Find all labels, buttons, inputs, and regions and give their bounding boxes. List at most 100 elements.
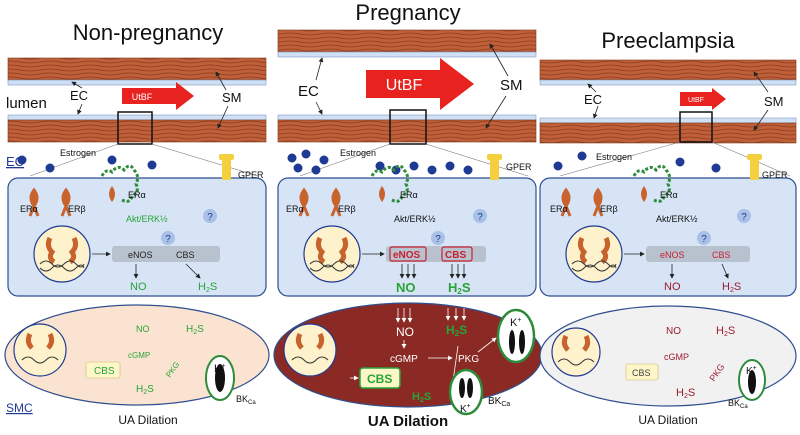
no-label: NO: [130, 281, 147, 293]
sm-label: SM: [764, 94, 784, 109]
svg-text:K+: K+: [460, 403, 471, 415]
gper-receptor: GPER: [219, 154, 264, 180]
receptor-erb: ERβ: [592, 187, 618, 217]
smc-h2s-2: H2S: [676, 387, 695, 400]
estrogen-dots: [17, 155, 157, 173]
unknown-node-2: [161, 231, 175, 245]
bkca-label: BKCa: [728, 398, 748, 410]
ec-label: EC: [70, 88, 88, 103]
smc-cbs-box: [625, 363, 659, 381]
dilation-label: UA Dilation: [118, 413, 177, 427]
smc-no-label: NO: [396, 325, 414, 339]
membrane-era: ERα: [370, 164, 418, 203]
akt-label: Akt/ERK½: [126, 214, 168, 224]
no-label: NO: [664, 281, 681, 293]
zoom-box: [679, 111, 713, 143]
svg-text:?: ?: [207, 212, 213, 223]
unknown-node: ?: [477, 212, 483, 223]
svg-text:?: ?: [165, 234, 171, 245]
nucleus: [33, 225, 91, 283]
zoom-line-right: [151, 143, 259, 177]
enzyme-bar: [646, 246, 750, 262]
estrogen-label: Estrogen: [340, 148, 376, 158]
svg-text:K+: K+: [746, 365, 757, 377]
k-plus-superscript: +: [467, 403, 471, 410]
svg-text:CBS: CBS: [367, 372, 392, 386]
h2s-label: H2S: [448, 280, 471, 296]
unknown-node-2: ?: [435, 234, 441, 245]
svg-text:GPER: GPER: [762, 170, 788, 180]
dilation-label: UA Dilation: [638, 413, 697, 427]
svg-text:ERα: ERα: [660, 190, 678, 200]
smc-h2s-label: H2S: [186, 324, 204, 336]
enos-label: eNOS: [660, 250, 685, 260]
h2s-label: H2S: [198, 281, 217, 294]
bkca-label: BKCa: [236, 394, 256, 406]
vessel-wall-top: [539, 59, 797, 86]
cbs-label: CBS: [712, 250, 731, 260]
svg-text:ERα: ERα: [550, 204, 568, 214]
estrogen-label: Estrogen: [60, 148, 96, 158]
estrogen-dots: [553, 151, 721, 173]
zoom-line-left: [29, 143, 119, 177]
smc-nucleus: [283, 323, 337, 377]
k-plus-superscript: +: [753, 365, 757, 372]
nucleus: [303, 225, 361, 283]
svg-text:ERα: ERα: [286, 204, 304, 214]
sm-label: SM: [500, 77, 523, 94]
panel-nonpregnancy: Non-pregnancy lumen EC SM UtBF EC Estrog…: [4, 20, 270, 427]
vessel-wall-top: [277, 29, 537, 58]
zoom-box: [389, 109, 427, 145]
svg-text:GPER: GPER: [506, 162, 532, 172]
utbf-label: UtBF: [688, 97, 704, 104]
ec-label: EC: [584, 92, 602, 107]
panel-title: Preeclampsia: [601, 28, 735, 53]
membrane-era: ERα: [100, 164, 146, 203]
smc-h2s-label: H2S: [716, 325, 735, 338]
sm-label: SM: [222, 90, 242, 105]
estrogen-label: Estrogen: [596, 152, 632, 162]
nucleus: [565, 225, 623, 283]
svg-text:ERα: ERα: [400, 190, 418, 200]
smc-nucleus: [13, 323, 67, 377]
smc-no-label: NO: [666, 326, 681, 337]
utbf-label: UtBF: [132, 92, 153, 102]
smc-nucleus: [551, 327, 601, 377]
lumen-label: lumen: [6, 95, 47, 112]
cbs-label: CBS: [445, 250, 466, 261]
gper-receptor: GPER: [747, 154, 788, 180]
akt-label: Akt/ERK½: [656, 214, 698, 224]
dilation-label: UA Dilation: [368, 413, 448, 430]
unknown-node: ?: [741, 212, 747, 223]
receptor-era: ERα: [550, 187, 572, 217]
panel-pregnancy: Pregnancy EC SM UtBF Estrogen: [273, 0, 543, 430]
bkca-channel-top: K+: [496, 308, 536, 364]
smc-h2s-2: H2S: [136, 384, 154, 396]
bkca-channel: K+: [738, 359, 766, 401]
enzyme-bar: [112, 246, 220, 262]
bkca-label: BKCa: [488, 396, 510, 408]
cgmp-label: cGMP: [664, 352, 689, 362]
utbf-arrow: UtBF: [680, 88, 726, 110]
white-arrows: [350, 308, 497, 389]
svg-text:CBS: CBS: [94, 366, 115, 377]
svg-text:K+: K+: [214, 363, 225, 375]
utbf-arrow: UtBF: [122, 82, 194, 110]
svg-text:ERα: ERα: [128, 190, 146, 200]
smc-h2s-2: H2S: [412, 391, 431, 404]
panel-title: Pregnancy: [355, 0, 460, 25]
svg-text:ERβ: ERβ: [338, 204, 356, 214]
receptor-erb: ERβ: [330, 187, 356, 217]
smc-no-label: NO: [136, 324, 150, 334]
svg-text:CBS: CBS: [632, 368, 651, 378]
smc-cbs-box: [85, 361, 121, 379]
enos-label: eNOS: [128, 250, 153, 260]
bkca-channel: K+: [205, 355, 235, 401]
panel-preeclampsia: Preeclampsia EC SM UtBF Estrogen: [539, 28, 797, 427]
zoom-box: [117, 111, 153, 145]
smc-cell: [4, 304, 270, 406]
gper-receptor: GPER: [487, 154, 532, 180]
svg-text:ERβ: ERβ: [68, 204, 86, 214]
svg-text:ERα: ERα: [20, 204, 38, 214]
